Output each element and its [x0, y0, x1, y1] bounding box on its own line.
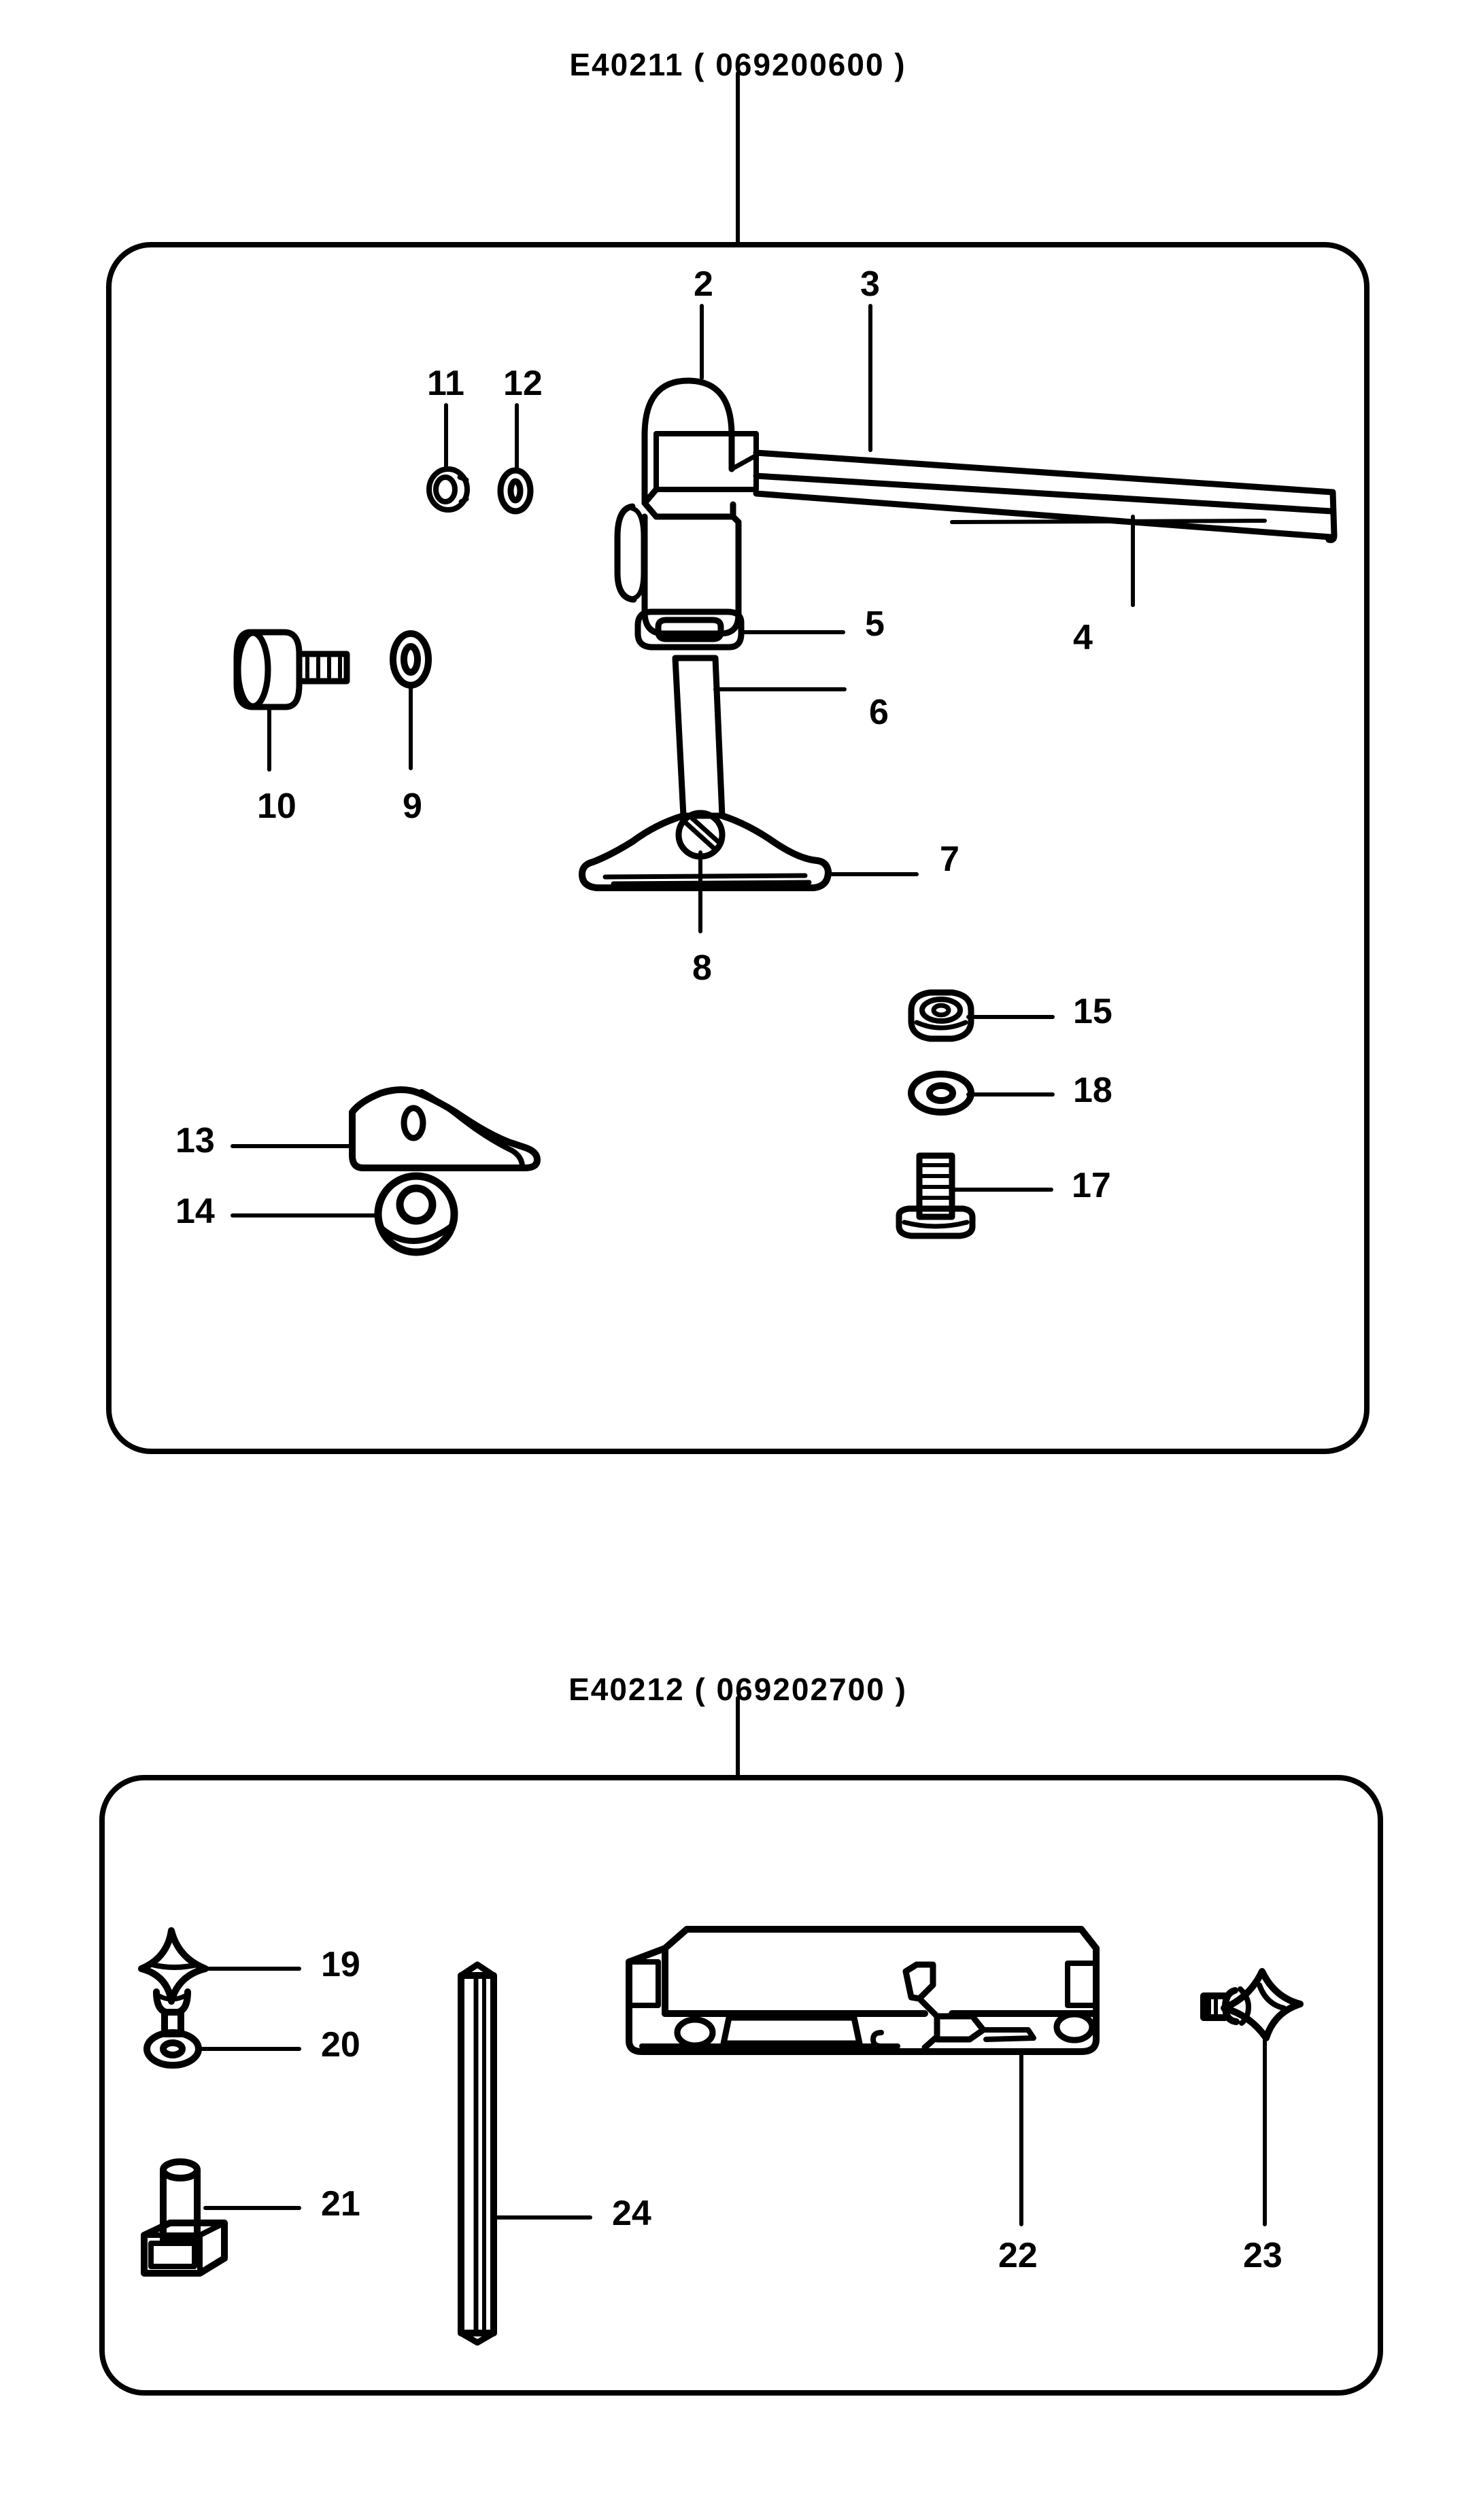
part-5-striking-face-inner — [655, 617, 724, 642]
callout-number: 21 — [321, 2184, 360, 2224]
callout-number: 19 — [321, 1945, 360, 1984]
part-11-hex-nut — [426, 466, 470, 513]
part-15-hex-nut — [908, 989, 974, 1042]
callout-number: 6 — [869, 693, 889, 732]
callout-number: 5 — [865, 604, 885, 644]
callout-number: 22 — [998, 2236, 1038, 2275]
callout-number: 7 — [940, 840, 959, 879]
part-24-guide-bar — [458, 1961, 497, 2346]
part-9-flat-washer — [390, 630, 432, 689]
part-21-t-bolt — [141, 2158, 228, 2277]
part-23-star-knob-stud — [1200, 1968, 1304, 2041]
callout-number: 11 — [427, 364, 464, 403]
callout-number: 4 — [1073, 618, 1093, 657]
part-6-support-post — [672, 655, 726, 819]
callout-number: 24 — [612, 2194, 651, 2233]
panel1-parts — [231, 304, 1338, 1256]
part-22-fence-body — [626, 1926, 1100, 2055]
callout-number: 18 — [1073, 1071, 1112, 1110]
callout-number: 20 — [321, 2025, 360, 2065]
part-20-flat-washer — [143, 2029, 202, 2069]
panel-title-e40211: E40211 ( 069200600 ) — [569, 47, 906, 82]
part-19-star-knob — [138, 1927, 209, 2037]
callout-number: 17 — [1072, 1166, 1111, 1205]
part-14-spacer-bush — [374, 1172, 458, 1256]
callout-number: 15 — [1073, 992, 1112, 1031]
panel-title-e40212: E40212 ( 069202700 ) — [568, 1672, 907, 1707]
part-8-support-screw — [675, 810, 726, 860]
part-10-thumb-screw — [233, 629, 350, 710]
callout-number: 13 — [175, 1121, 215, 1160]
part-12-small-washer — [497, 467, 534, 515]
callout-number: 9 — [403, 787, 422, 826]
part-18-flat-washer — [908, 1071, 974, 1116]
callout-number: 10 — [257, 787, 296, 826]
part-7-support-base — [579, 812, 832, 891]
panel1-border — [106, 242, 1370, 1454]
callout-number: 23 — [1243, 2236, 1282, 2275]
callout-number: 2 — [694, 264, 713, 304]
part-2-hammer-head — [614, 377, 759, 651]
callout-number: 12 — [503, 364, 543, 403]
part-13-cam-bracket — [349, 1086, 541, 1171]
callout-number: 3 — [860, 264, 880, 304]
part-5-striking-face-outer — [634, 608, 745, 651]
part-4-hammer-handle — [753, 449, 1338, 543]
callout-number: 8 — [692, 948, 712, 988]
panel2-parts — [138, 1926, 1304, 2346]
panel2-border — [99, 1775, 1383, 2396]
part-17-pan-head-screw — [896, 1152, 976, 1239]
panel1-leader-lines — [231, 304, 1135, 1218]
callout-number: 14 — [175, 1192, 215, 1231]
